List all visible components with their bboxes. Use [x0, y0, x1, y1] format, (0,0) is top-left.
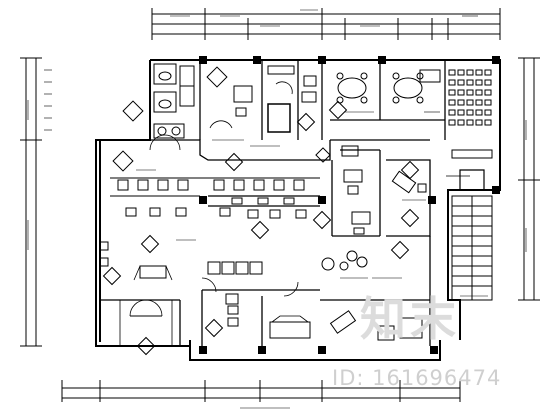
watermark-logo: 知末 [360, 292, 460, 346]
office-furniture [341, 145, 427, 235]
entrance-doors [119, 277, 299, 346]
lobby-seating [99, 241, 423, 341]
training-room-seats [419, 69, 493, 159]
bottom-dimension-lines [61, 380, 461, 409]
watermark-id-text: ID: 161696474 [332, 366, 502, 390]
interior-partitions [100, 60, 446, 346]
washroom-fixtures [149, 63, 233, 151]
small-offices [206, 65, 317, 133]
annotation-marks [136, 111, 488, 297]
staircase [446, 169, 493, 301]
top-dimension-lines [151, 8, 501, 40]
right-dimension-lines [518, 57, 540, 301]
left-dimension-lines [20, 57, 52, 347]
decorative-planters [102, 100, 420, 356]
teller-workstations [110, 177, 320, 219]
meeting-rooms [328, 72, 424, 120]
